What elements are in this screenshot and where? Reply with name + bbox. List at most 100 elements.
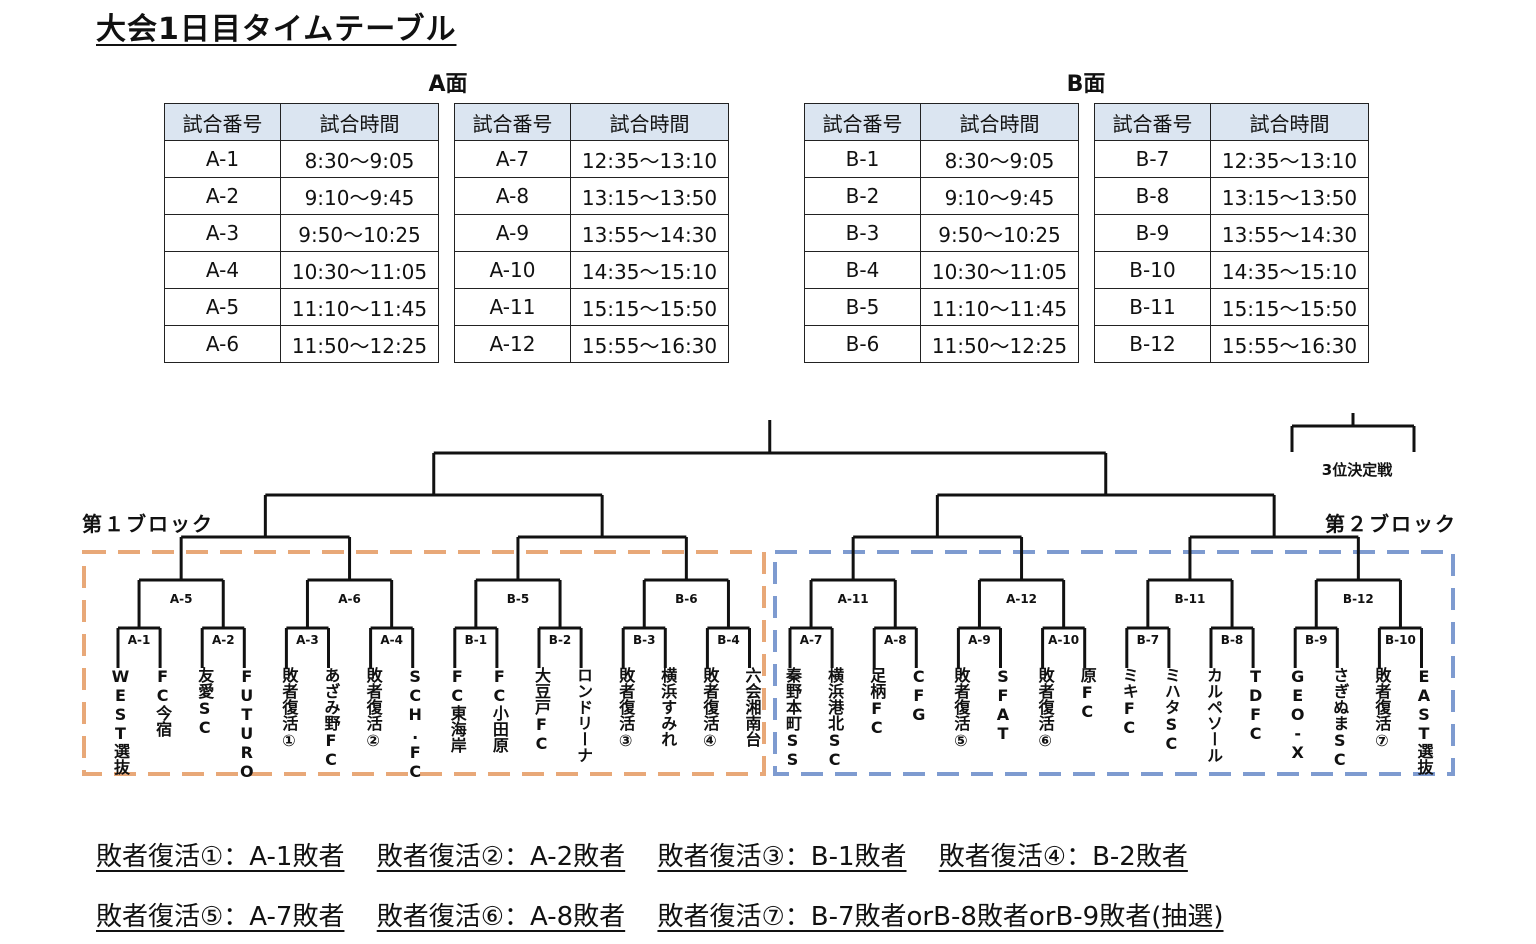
match-time: 13:55〜14:30 xyxy=(570,214,729,252)
team-name: 横浜すみれ xyxy=(658,667,678,747)
team-name: ロンドリーナ xyxy=(574,667,594,763)
team-name: EAST選抜 xyxy=(1414,667,1434,775)
match-label: B-3 xyxy=(633,633,655,647)
team-name: 六会湘南台 xyxy=(742,667,762,747)
match-time: 14:35〜15:10 xyxy=(1210,251,1369,289)
team-name: 足柄FC xyxy=(867,667,887,737)
team-name: 横浜港北SC xyxy=(825,667,845,769)
match-time: 11:10〜11:45 xyxy=(280,288,439,326)
match-label: A-12 xyxy=(1006,592,1037,606)
team-name: FC東海岸 xyxy=(447,667,467,753)
legend-item: 敗者復活①：A-1敗者 xyxy=(96,842,345,872)
match-no: B-8 xyxy=(1094,177,1211,215)
team-name: 敗者復活③ xyxy=(616,667,636,750)
match-no: B-2 xyxy=(804,177,921,215)
court-b-label: B面 xyxy=(1066,72,1106,97)
match-label: A-8 xyxy=(884,633,907,647)
match-no: B-11 xyxy=(1094,288,1211,326)
match-label: A-1 xyxy=(128,633,151,647)
table-header-row: 試合番号試合時間 xyxy=(804,103,1079,141)
match-no: B-12 xyxy=(1094,325,1211,363)
legend-row-2: 敗者復活⑤：A-7敗者 敗者復活⑥：A-8敗者 敗者復活⑦：B-7敗者orB-8… xyxy=(96,896,1248,933)
third-place-label: 3位決定戦 xyxy=(1322,461,1393,479)
match-no: B-9 xyxy=(1094,214,1211,252)
match-time: 11:10〜11:45 xyxy=(920,288,1079,326)
header-match-time: 試合時間 xyxy=(280,103,439,141)
team-name: FC小田原 xyxy=(489,667,509,753)
match-time: 15:55〜16:30 xyxy=(1210,325,1369,363)
team-name: 原FC xyxy=(1077,667,1097,721)
legend-item: 敗者復活⑦：B-7敗者orB-8敗者orB-9敗者(抽選) xyxy=(657,902,1224,932)
team-name: SFAT xyxy=(993,667,1013,743)
match-label: B-10 xyxy=(1385,633,1416,647)
match-label: B-12 xyxy=(1343,592,1374,606)
match-label: A-4 xyxy=(380,633,403,647)
match-label: B-1 xyxy=(465,633,487,647)
court-a-label: A面 xyxy=(428,72,468,97)
legend-row-1: 敗者復活①：A-1敗者 敗者復活②：A-2敗者 敗者復活③：B-1敗者 敗者復活… xyxy=(96,836,1212,873)
team-name: FC今宿 xyxy=(153,667,173,737)
match-label: A-9 xyxy=(968,633,991,647)
table-header-row: 試合番号試合時間 xyxy=(164,103,439,141)
table-header-row: 試合番号試合時間 xyxy=(454,103,729,141)
header-match-no: 試合番号 xyxy=(1094,103,1211,141)
legend-item: 敗者復活③：B-1敗者 xyxy=(657,842,907,872)
match-label: A-10 xyxy=(1048,633,1079,647)
match-label: B-8 xyxy=(1221,633,1243,647)
match-time: 12:35〜13:10 xyxy=(1210,140,1369,178)
match-no: A-8 xyxy=(454,177,571,215)
match-label: B-9 xyxy=(1305,633,1327,647)
block1-label: 第１ブロック xyxy=(82,512,214,536)
team-name: GEO-X xyxy=(1288,667,1308,762)
team-name: 友愛SC xyxy=(195,667,215,737)
match-time: 9:50〜10:25 xyxy=(920,214,1079,252)
match-label: B-7 xyxy=(1137,633,1159,647)
legend-item: 敗者復活⑥：A-8敗者 xyxy=(376,902,626,932)
team-name: 大豆戸FC xyxy=(532,667,551,753)
match-time: 11:50〜12:25 xyxy=(920,325,1079,363)
match-label: A-11 xyxy=(838,592,869,606)
team-name: 敗者復活⑦ xyxy=(1372,667,1392,750)
team-name: ミキFC xyxy=(1119,667,1139,737)
team-name: さぎぬまSC xyxy=(1330,667,1350,769)
team-name: ミハタSC xyxy=(1161,667,1181,753)
match-no: B-5 xyxy=(804,288,921,326)
match-time: 11:50〜12:25 xyxy=(280,325,439,363)
team-name: 敗者復活② xyxy=(363,667,383,750)
team-name: 敗者復活⑤ xyxy=(951,667,971,750)
header-match-no: 試合番号 xyxy=(804,103,921,141)
match-time: 12:35〜13:10 xyxy=(570,140,729,178)
match-time: 13:15〜13:50 xyxy=(570,177,729,215)
team-name: TDFC xyxy=(1246,667,1266,743)
block1-frame xyxy=(82,550,766,776)
team-name: FUTURO xyxy=(237,667,257,781)
team-name: 敗者復活⑥ xyxy=(1035,667,1055,750)
match-label: B-11 xyxy=(1175,592,1206,606)
team-name: 敗者復活① xyxy=(279,667,299,750)
team-name: SCH.FC xyxy=(405,667,425,781)
team-name: 敗者復活④ xyxy=(700,667,720,750)
team-name: あざみ野FC xyxy=(321,667,341,769)
match-time: 13:55〜14:30 xyxy=(1210,214,1369,252)
match-no: B-7 xyxy=(1094,140,1211,178)
block2-label: 第２ブロック xyxy=(1325,512,1457,536)
match-label: A-6 xyxy=(338,592,361,606)
team-name: CFG xyxy=(909,667,929,724)
match-label: B-4 xyxy=(717,633,739,647)
match-no: A-6 xyxy=(164,325,281,363)
legend-item: 敗者復活⑤：A-7敗者 xyxy=(96,902,345,932)
match-time: 10:30〜11:05 xyxy=(280,251,439,289)
